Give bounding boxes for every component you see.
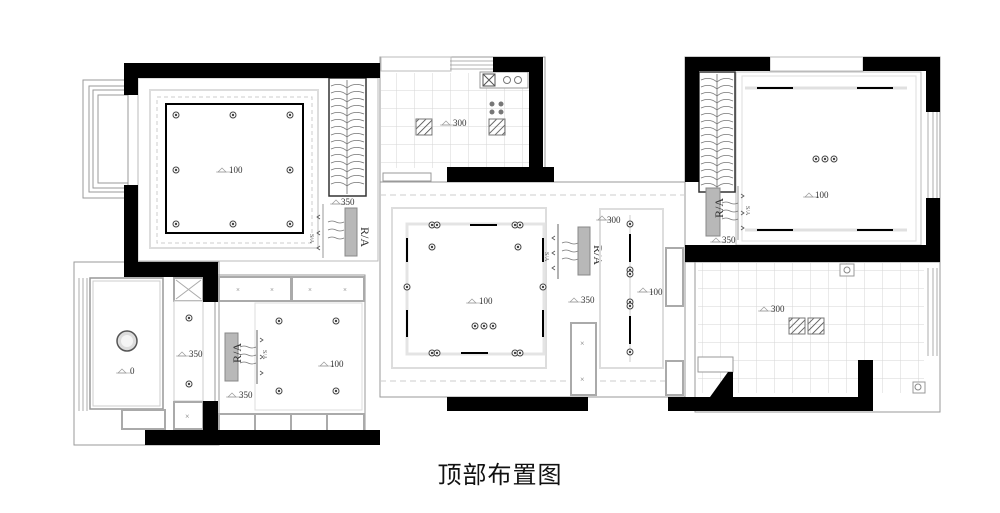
walls bbox=[124, 57, 940, 445]
room-bathroom: 300 bbox=[697, 263, 938, 394]
svg-text:350: 350 bbox=[189, 349, 203, 359]
shoe-cabinet bbox=[570, 322, 597, 396]
svg-text:100: 100 bbox=[479, 296, 493, 306]
drawing-title: 顶部布置图 bbox=[437, 461, 563, 489]
svg-text:350: 350 bbox=[239, 390, 253, 400]
svg-text:100: 100 bbox=[815, 190, 829, 200]
svg-text:×: × bbox=[343, 286, 347, 294]
svg-text:350: 350 bbox=[581, 295, 595, 305]
room-kitchen: 300 bbox=[380, 56, 529, 182]
svg-text:100: 100 bbox=[649, 287, 663, 297]
svg-text:300: 300 bbox=[607, 215, 621, 225]
wardrobe bbox=[328, 77, 367, 197]
return-air-label: R/A bbox=[358, 227, 372, 247]
room-bedroom-bottom: × × × × 100 R/A S/A 350 bbox=[218, 276, 365, 432]
svg-text:100: 100 bbox=[330, 359, 344, 369]
return-air-grille bbox=[705, 187, 721, 237]
svg-text:0: 0 bbox=[130, 366, 135, 376]
bay-window bbox=[82, 79, 129, 199]
room-bedroom-top-right: 100 R/A S/A 350 bbox=[698, 56, 938, 246]
supply-air-label: S/A bbox=[308, 234, 314, 244]
svg-text:×: × bbox=[270, 286, 274, 294]
svg-text:R/A: R/A bbox=[712, 198, 726, 218]
return-air-grille bbox=[577, 226, 591, 276]
room-living: 100 S/A R/A 350 × × 300 100 bbox=[380, 194, 685, 396]
exhaust-vent bbox=[415, 118, 433, 136]
room-hallway: 350 × bbox=[173, 277, 204, 430]
svg-text:S/A: S/A bbox=[543, 252, 549, 262]
ceiling-height-label: 100 bbox=[229, 165, 243, 175]
svg-text:R/A: R/A bbox=[230, 343, 244, 363]
ac-height-label: 350 bbox=[341, 197, 355, 207]
return-air-grille bbox=[224, 332, 239, 382]
room-balcony: 0 bbox=[78, 277, 166, 430]
svg-text:350: 350 bbox=[722, 235, 736, 245]
svg-text:×: × bbox=[185, 412, 190, 421]
svg-text:S/A: S/A bbox=[744, 206, 750, 216]
wardrobe bbox=[698, 71, 736, 193]
exhaust-vent bbox=[488, 118, 506, 136]
svg-text:300: 300 bbox=[771, 304, 785, 314]
stove-icon bbox=[489, 101, 504, 115]
return-air-grille bbox=[344, 207, 358, 257]
svg-text:×: × bbox=[236, 286, 240, 294]
cross-mark: × bbox=[580, 375, 585, 384]
svg-text:300: 300 bbox=[453, 118, 467, 128]
svg-text:S/A: S/A bbox=[261, 350, 267, 360]
svg-text:R/A: R/A bbox=[591, 245, 605, 265]
room-bedroom-top-left: 100 R/A S/A 350 bbox=[82, 77, 379, 262]
svg-text:×: × bbox=[308, 286, 312, 294]
cross-mark: × bbox=[580, 339, 585, 348]
